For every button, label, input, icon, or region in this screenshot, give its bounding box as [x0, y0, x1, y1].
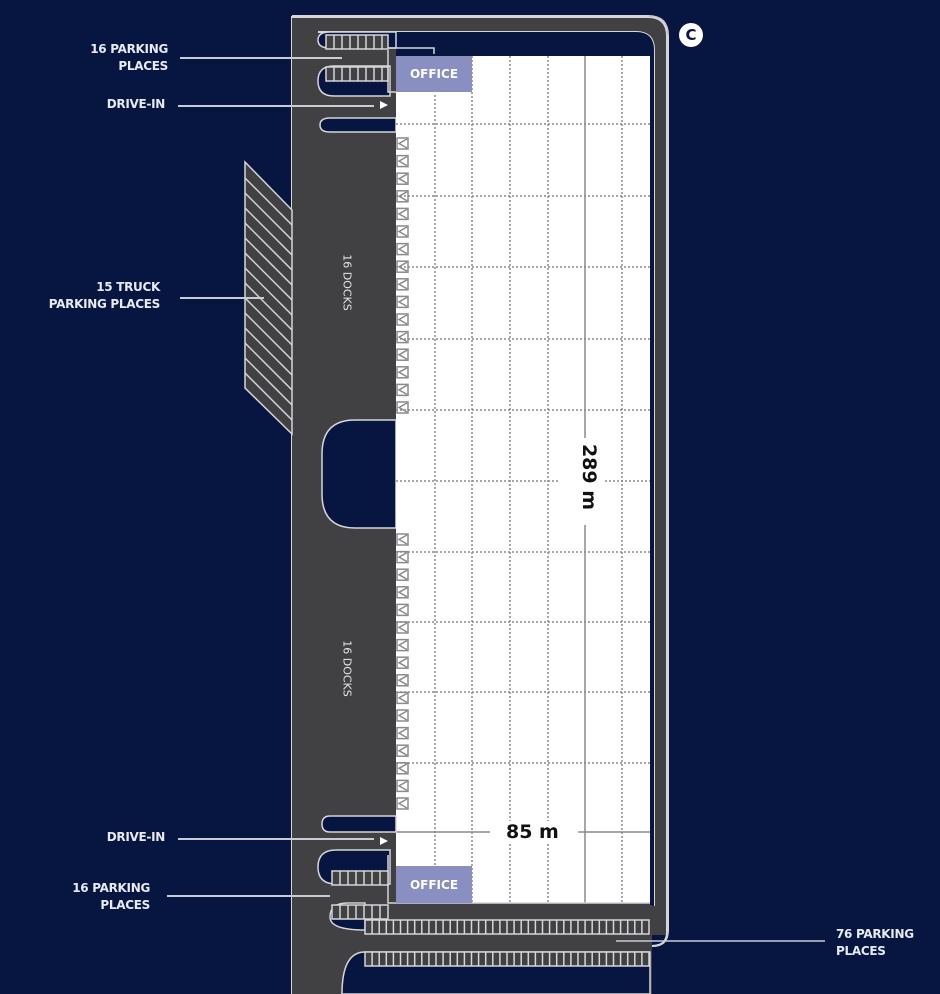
docks-lower-label: 16 DOCKS: [340, 640, 354, 697]
leader-truck-parking: [180, 297, 264, 299]
dock-door-icon: [396, 603, 409, 617]
leader-parking-bottom: [167, 895, 330, 897]
dock-door-icon: [396, 656, 409, 669]
dock-door-icon: [396, 313, 409, 326]
dock-door-icon: [396, 154, 409, 168]
label-parking-76: 76 PARKING PLACES: [836, 927, 914, 958]
label-truck-parking: 15 TRUCK PARKING PLACES: [48, 280, 161, 311]
dock-door-icon: [396, 225, 409, 238]
top-parking-area: [317, 31, 435, 133]
label-drive-in-top: DRIVE-IN: [106, 97, 166, 111]
dock-door-icon: [396, 401, 409, 414]
building-length-dimension: 289 m: [578, 437, 601, 517]
dock-door-icon: [396, 330, 409, 344]
label-drive-in-bottom: DRIVE-IN: [106, 830, 166, 844]
drive-in-top-arrow-icon: [380, 101, 388, 109]
dock-door-icon: [396, 278, 409, 291]
dock-door-icon: [396, 172, 409, 185]
dock-door-icon: [396, 190, 409, 203]
median-island: [321, 419, 397, 529]
dock-door-icon: [396, 674, 409, 687]
building-width-dimension: 85 m: [500, 821, 565, 843]
truck-parking-area: [244, 160, 293, 436]
dock-door-icon: [396, 533, 409, 546]
dock-door-icon: [396, 797, 409, 810]
leader-drive-in-top: [178, 105, 374, 107]
dock-door-icon: [396, 621, 409, 634]
label-parking-bottom: 16 PARKING PLACES: [72, 881, 150, 912]
office-bottom: OFFICE: [396, 866, 472, 903]
dock-door-icon: [396, 207, 409, 221]
dock-door-icon: [396, 638, 409, 652]
leader-parking-top: [180, 57, 342, 59]
docks-upper-label: 16 DOCKS: [340, 254, 354, 311]
drive-in-bottom-arrow-icon: [380, 837, 388, 845]
dock-doors-lower: [396, 533, 409, 810]
dock-door-icon: [396, 779, 409, 793]
dock-door-icon: [396, 744, 409, 757]
dock-door-icon: [396, 550, 409, 564]
dock-door-icon: [396, 295, 409, 309]
dock-door-icon: [396, 137, 409, 150]
dock-door-icon: [396, 691, 409, 705]
dock-door-icon: [396, 709, 409, 722]
dock-door-icon: [396, 762, 409, 775]
site-badge: C: [679, 23, 703, 47]
dock-door-icon: [396, 260, 409, 273]
dock-door-icon: [396, 568, 409, 581]
label-parking-top: 16 PARKING PLACES: [90, 42, 168, 73]
dock-door-icon: [396, 586, 409, 599]
dock-door-icon: [396, 366, 409, 379]
dock-door-icon: [396, 348, 409, 361]
site-badge-letter: C: [685, 26, 697, 44]
office-top-label: OFFICE: [409, 67, 459, 81]
dock-doors-upper: [396, 137, 409, 414]
warehouse-building: [396, 56, 650, 903]
dock-door-icon: [396, 383, 409, 397]
dock-door-icon: [396, 242, 409, 256]
office-top: OFFICE: [396, 56, 472, 92]
dock-door-icon: [396, 726, 409, 740]
office-bottom-label: OFFICE: [409, 877, 459, 892]
bottom-parking-area: [317, 815, 651, 994]
leader-drive-in-bottom: [178, 838, 374, 840]
